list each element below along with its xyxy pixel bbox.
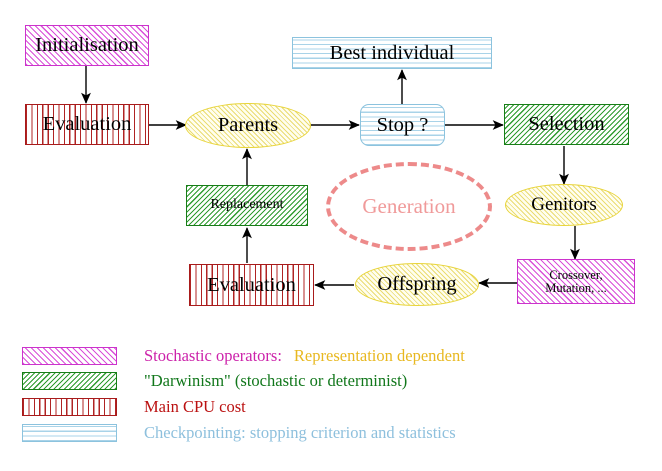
node-operators-label: Crossover, Mutation, ... — [545, 267, 607, 295]
node-genitors-label: Genitors — [531, 194, 597, 216]
node-replacement-label: Replacement — [210, 197, 284, 213]
node-parents[interactable]: Parents — [185, 103, 311, 148]
legend-swatch-red-vertical-lines — [22, 398, 117, 416]
node-selection[interactable]: Selection — [504, 104, 629, 145]
node-replacement[interactable]: Replacement — [186, 185, 308, 226]
legend-label-stochastic-operators: Stochastic operators: Representation depe… — [144, 346, 465, 366]
node-offspring[interactable]: Offspring — [355, 263, 479, 306]
node-best-individual-label: Best individual — [329, 41, 455, 64]
legend-swatch-green-diagonal-hatch — [22, 372, 117, 390]
node-initialisation-label: Initialisation — [35, 34, 139, 57]
node-best-individual[interactable]: Best individual — [292, 37, 492, 69]
legend-swatch-blue-horizontal-lines — [22, 424, 117, 442]
legend-label-checkpointing: Checkpointing: stopping criterion and st… — [144, 423, 456, 442]
legend-label-main-cpu-cost: Main CPU cost — [144, 397, 246, 416]
node-offspring-label: Offspring — [377, 273, 457, 296]
legend-label-representation-dependent-text: Representation dependent — [293, 346, 465, 365]
node-operators[interactable]: Crossover, Mutation, ... — [517, 259, 635, 304]
legend-row-checkpointing: Checkpointing: stopping criterion and st… — [22, 422, 456, 444]
node-evaluation-top-label: Evaluation — [42, 113, 132, 136]
node-evaluation-bottom[interactable]: Evaluation — [189, 264, 314, 306]
node-genitors[interactable]: Genitors — [505, 184, 623, 226]
legend-row-darwinism: "Darwinism" (stochastic or determinist) — [22, 370, 407, 392]
legend-row-main-cpu-cost: Main CPU cost — [22, 396, 246, 418]
node-evaluation-bottom-label: Evaluation — [207, 273, 296, 296]
legend-label-darwinism: "Darwinism" (stochastic or determinist) — [144, 371, 408, 390]
node-parents-label: Parents — [217, 114, 279, 137]
node-stop[interactable]: Stop ? — [360, 104, 445, 146]
legend-swatch-magenta-diagonal-hatch — [22, 347, 117, 365]
legend-row-stochastic-operators: Stochastic operators: Representation depe… — [22, 345, 465, 367]
node-evaluation-top[interactable]: Evaluation — [25, 104, 149, 145]
node-stop-label: Stop ? — [376, 113, 429, 136]
node-initialisation[interactable]: Initialisation — [25, 25, 149, 66]
generation-ellipse: Generation — [326, 162, 492, 251]
legend-label-stochastic-operators-text: Stochastic operators: — [144, 346, 282, 365]
generation-label: Generation — [362, 194, 456, 218]
node-selection-label: Selection — [528, 113, 605, 136]
